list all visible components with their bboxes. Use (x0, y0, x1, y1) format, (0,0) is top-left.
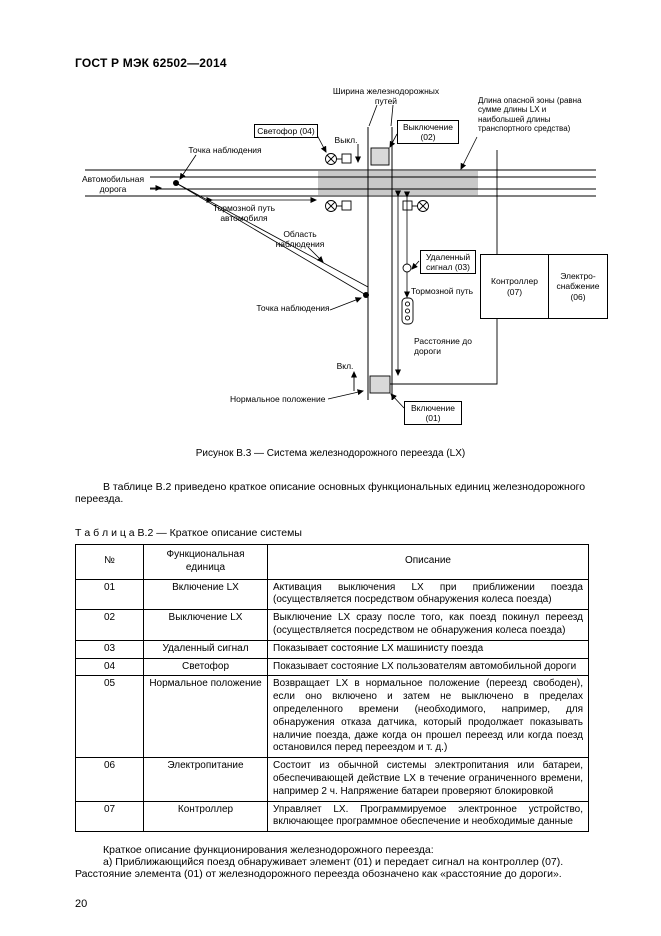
observation-points (173, 180, 369, 298)
cell-unit: Контроллер (143, 800, 268, 833)
note-line-1: Краткое описание функционирования железн… (103, 844, 434, 857)
danger-zone-band (318, 171, 478, 195)
cell-num: 02 (75, 609, 144, 641)
switch-off-callout: Выключение (02) (397, 120, 459, 145)
intro-paragraph: В таблице В.2 приведено краткое описание… (75, 481, 586, 505)
description-notes: Краткое описание функционирования железн… (75, 844, 605, 880)
switch-on-detector (369, 375, 391, 394)
power-supply-box: Электро-снабжение (06) (548, 254, 608, 319)
cell-unit: Нормальное положение (143, 675, 268, 759)
danger-zone-label: Длина опасной зоны (равна сумме длины LX… (478, 96, 582, 134)
traffic-light-symbols (325, 153, 429, 212)
cell-desc: Выключение LX сразу после того, как поез… (267, 609, 589, 641)
table-row: 04 Светофор Показывает состояние LX поль… (75, 657, 589, 677)
table-row: 01 Включение LX Активация выключения LX … (75, 578, 589, 611)
cell-desc: Возвращает LX в нормальное положение (пе… (267, 675, 589, 759)
cell-desc: Показывает состояние LX пользователям ав… (267, 657, 589, 677)
observation-point-bottom-label: Точка наблюдения (256, 303, 330, 313)
system-description-table: № Функциональная единица Описание 01 Вкл… (75, 544, 589, 833)
remote-signal-symbol (401, 263, 414, 325)
table-row: 06 Электропитание Состоит из обычной сис… (75, 757, 589, 802)
col-header-desc: Описание (267, 544, 589, 580)
leader-lines (148, 133, 478, 409)
note-line-2: а) Приближающийся поезд обнаруживает эле… (75, 856, 564, 881)
on-label: Вкл. (336, 361, 354, 371)
observation-point-top-label: Точка наблюдения (188, 145, 262, 155)
figure-diagram: Ширина железнодорожных путей Светофор (0… (0, 84, 661, 432)
controller-connections (390, 150, 498, 385)
cell-unit: Светофор (143, 657, 268, 677)
observation-area-label: Область наблюдения (275, 229, 325, 250)
table-title: Т а б л и ц а В.2 — Краткое описание сис… (75, 527, 302, 539)
train-braking-label: Тормозной путь (411, 286, 477, 297)
cell-unit: Удаленный сигнал (143, 639, 268, 659)
cell-desc: Показывает состояние LX машинисту поезда (267, 639, 589, 659)
distance-to-road-label: Расстояние до дороги (414, 336, 472, 357)
cell-num: 06 (75, 757, 144, 802)
cell-num: 05 (75, 675, 144, 759)
track-width-leaders (368, 104, 394, 127)
cell-desc: Управляет LX. Программируемое электронно… (267, 800, 589, 833)
cell-unit: Электропитание (143, 757, 268, 802)
railway-tracks (367, 127, 393, 400)
off-label: Выкл. (334, 135, 358, 145)
cell-num: 03 (75, 639, 144, 659)
col-header-num: № (75, 544, 144, 580)
figure-caption: Рисунок В.3 — Система железнодорожного п… (195, 448, 466, 459)
table-row: 02 Выключение LX Выключение LX сразу пос… (75, 609, 589, 641)
doc-code: ГОСТ Р МЭК 62502—2014 (75, 56, 227, 70)
col-header-unit: Функциональная единица (143, 544, 268, 580)
road-lines (85, 169, 596, 197)
table-row: 03 Удаленный сигнал Показывает состояние… (75, 639, 589, 659)
remote-signal-callout: Удаленный сигнал (03) (420, 250, 476, 275)
cell-num: 01 (75, 578, 144, 611)
table-row: 07 Контроллер Управляет LX. Программируе… (75, 800, 589, 833)
page-number: 20 (75, 898, 88, 911)
normal-position-label: Нормальное положение (230, 394, 326, 404)
train-direction-arrows (351, 144, 361, 391)
cell-desc: Активация выключения LX при приближении … (267, 578, 589, 611)
switch-on-callout: Включение (01) (404, 401, 462, 426)
table-row: 05 Нормальное положение Возвращает LX в … (75, 675, 589, 759)
traffic-light-callout: Светофор (04) (254, 124, 318, 139)
table-header-row: № Функциональная единица Описание (75, 544, 589, 580)
diagram-canvas (85, 104, 596, 409)
cell-num: 04 (75, 657, 144, 677)
switch-off-detector (370, 147, 390, 166)
cell-desc: Состоит из обычной системы электропитани… (267, 757, 589, 802)
cell-unit: Выключение LX (143, 609, 268, 641)
dimension-lines (206, 190, 410, 376)
car-braking-label: Тормозной путь автомобиля (212, 203, 276, 224)
track-width-label: Ширина железнодорожных путей (332, 86, 440, 107)
road-label: Автомобильная дорога (76, 174, 150, 195)
cell-unit: Включение LX (143, 578, 268, 611)
cell-num: 07 (75, 800, 144, 833)
controller-box: Контроллер (07) (480, 254, 549, 319)
